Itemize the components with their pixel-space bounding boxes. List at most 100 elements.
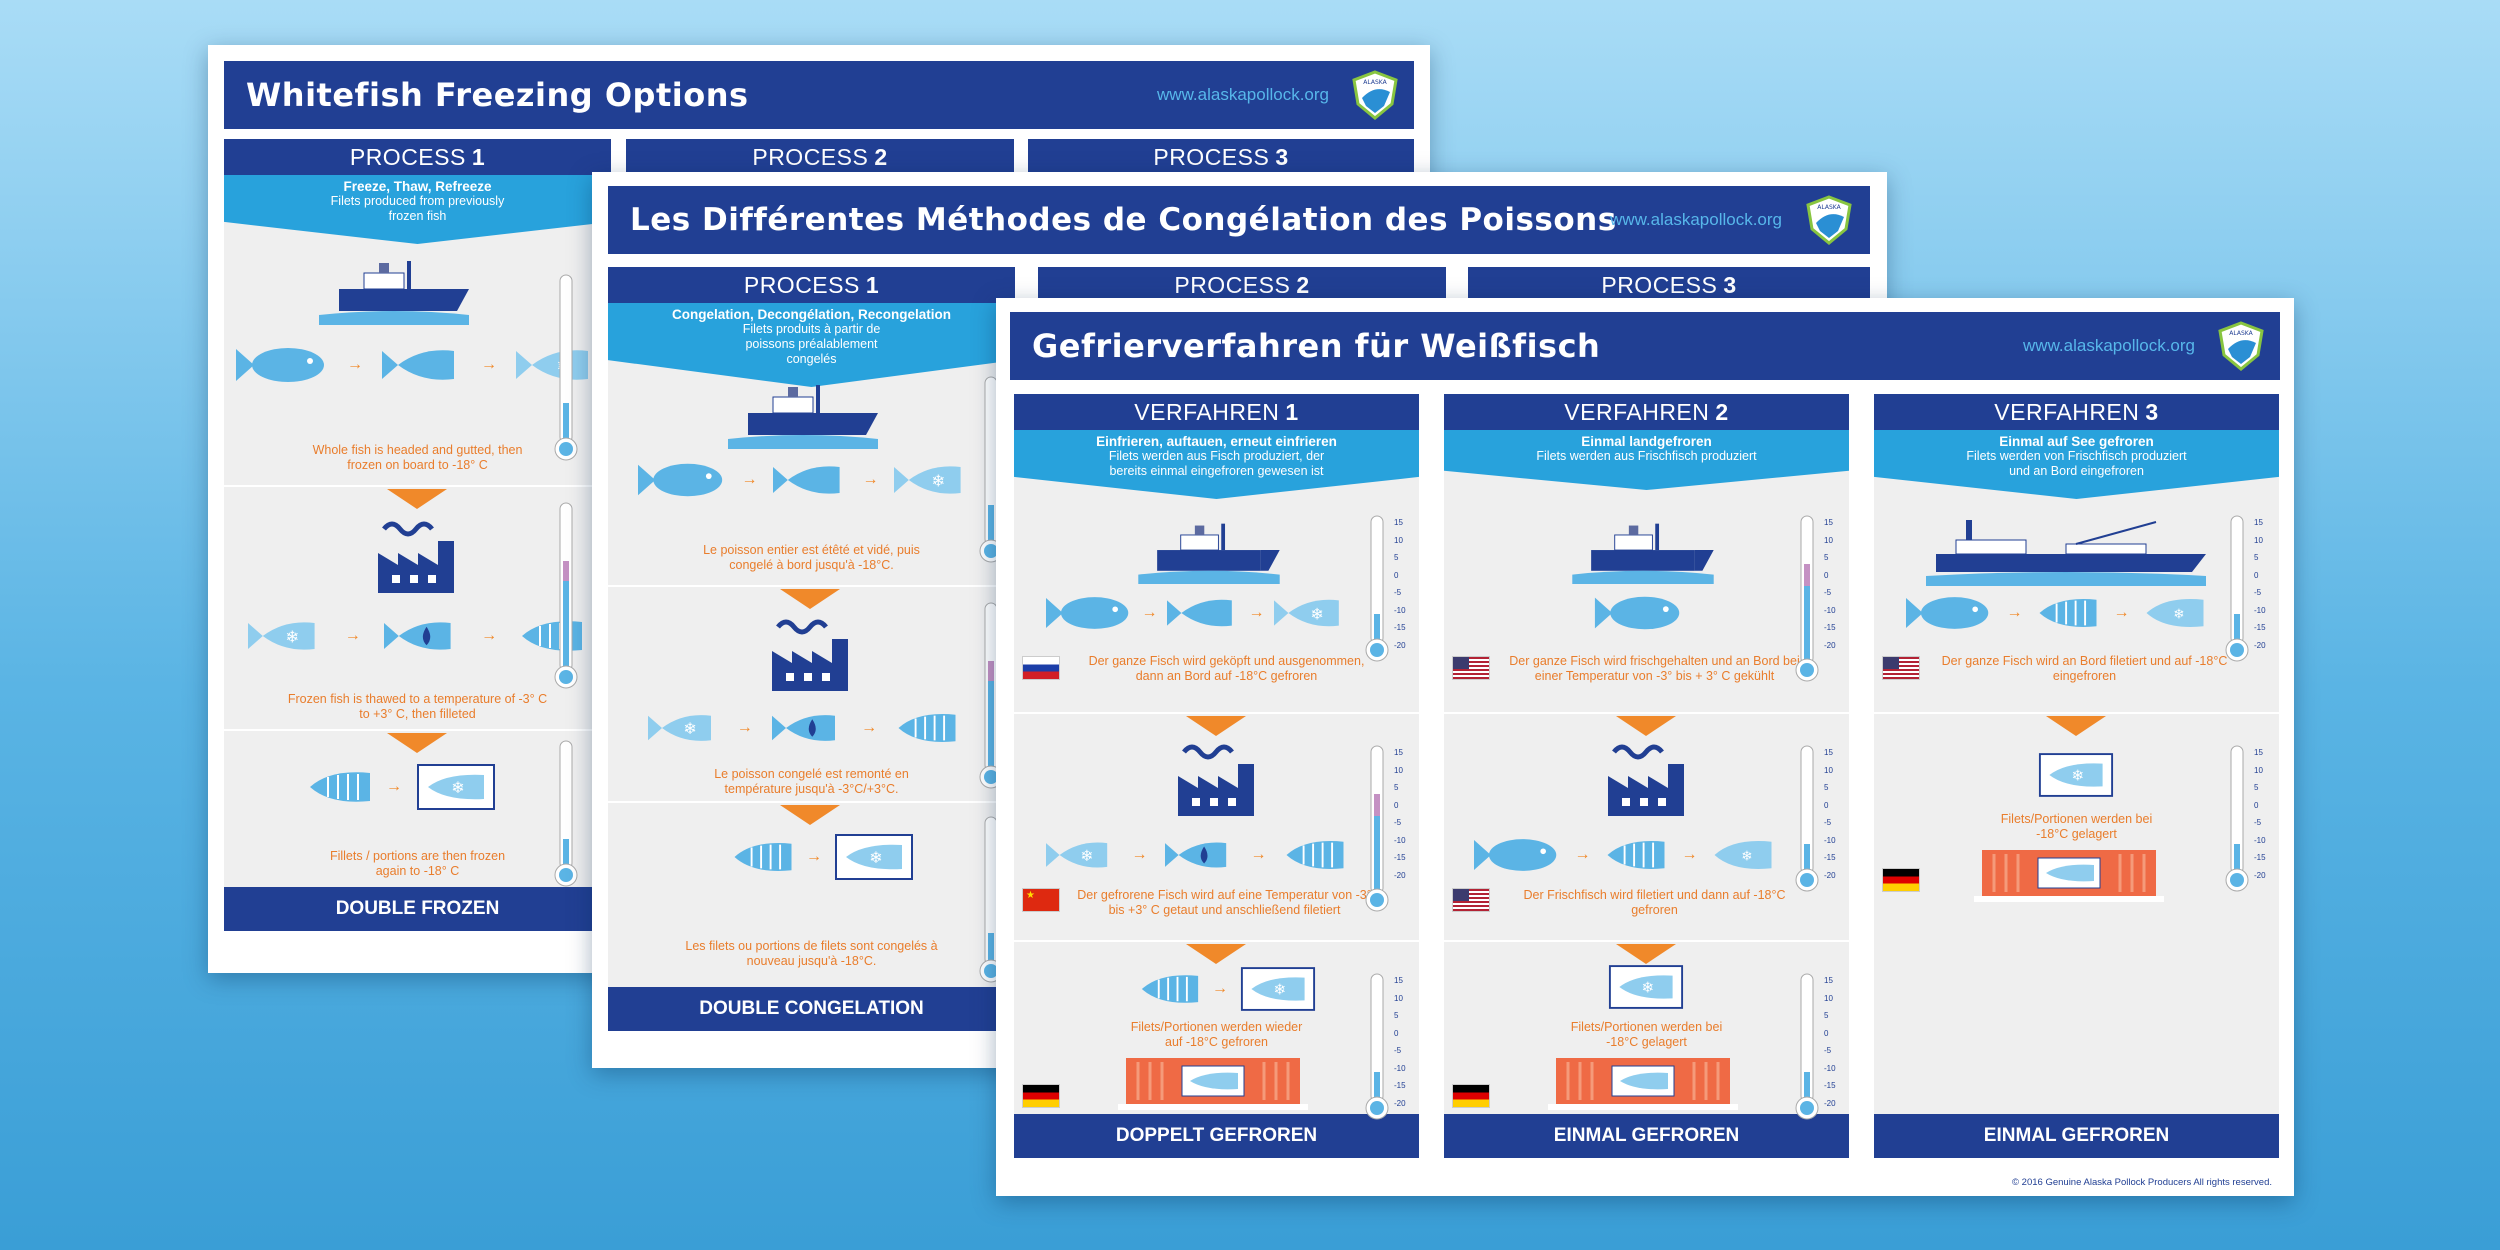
thermometer-tick-label: -20 <box>1824 870 1836 880</box>
thermometer-tick-label: 15 <box>2254 748 2263 757</box>
thermometer-tick-label: 5 <box>1824 1011 1829 1020</box>
stage-3: → ❄ Les filets ou portions de filets son… <box>608 805 1015 985</box>
thermometer-tick-label: -5 <box>2254 588 2262 597</box>
thermometer-tick-label: -10 <box>1824 1063 1836 1073</box>
thermometer-tick-label: 10 <box>2254 535 2263 545</box>
thawing-fish-icon <box>383 622 451 650</box>
arrow-icon: → <box>1248 604 1265 621</box>
website-link[interactable]: www.alaskapollock.org <box>1610 210 1782 229</box>
stage-3-caption: Filets/Portionen werden wieder auf -18°C… <box>1130 1020 1303 1049</box>
alaska-logo-icon: ALASKA <box>2218 321 2264 371</box>
stage-3-caption: Filets/Portionen werden bei -18°C gelage… <box>1570 1020 1723 1049</box>
down-arrow-icon <box>1186 716 1246 736</box>
thaw-sequence: ❄ → → <box>638 707 968 749</box>
refreeze-sequence: → ❄ <box>308 763 496 811</box>
frozen-fish-icon: ❄ <box>647 715 711 741</box>
down-arrow-icon <box>780 805 840 825</box>
arrow-icon: → <box>1681 846 1698 863</box>
stage-3: → ❄ Filets/Portionen werden wieder auf -… <box>1014 944 1419 1114</box>
russia-flag-icon <box>1022 656 1060 680</box>
stage-2: ❄ → → ★ Der gefrorene Fisch wird auf ein… <box>1014 716 1419 942</box>
fishing-boat-icon <box>1138 523 1280 584</box>
factory-icon <box>772 619 848 691</box>
svg-text:ALASKA: ALASKA <box>2229 330 2253 337</box>
verfahren-3-footer: EINMAL GEFROREN <box>1874 1114 2279 1158</box>
poster-header: Whitefish Freezing Options www.alaskapol… <box>224 61 1414 129</box>
stage-1-caption: Der ganze Fisch wird frischgehalten und … <box>1509 654 1800 683</box>
thawing-fish-icon <box>771 715 835 741</box>
fillet-icon <box>1141 975 1199 1003</box>
fillet-icon <box>1286 841 1344 869</box>
svg-text:❄: ❄ <box>285 627 299 646</box>
fillet-icon <box>2039 599 2097 627</box>
thermometer-icon <box>553 501 579 691</box>
thermometer-icon <box>1794 972 1820 1122</box>
thermometer-tick-label: 15 <box>1394 748 1403 757</box>
thermometer-tick-label: -5 <box>1394 818 1402 827</box>
arrow-icon: → <box>861 719 878 736</box>
whole-fish-icon <box>1594 596 1680 630</box>
thermometer-tick-label: 15 <box>1824 976 1833 985</box>
fillet-sequence: → → ❄ <box>1474 832 1774 878</box>
stage-2-caption: Frozen fish is thawed to a temperature o… <box>287 692 548 721</box>
headless-fish-icon <box>1167 599 1232 627</box>
stage-1: → → ❄ Der ganze Fisch wird an Bord filet… <box>1874 514 2279 714</box>
whole-fish-icon <box>1906 597 1989 629</box>
thermometer-tick-label: -15 <box>2254 853 2266 862</box>
arrow-icon: → <box>2113 604 2130 621</box>
thermometer-tick-label: 0 <box>1824 1028 1829 1038</box>
arrow-icon: → <box>741 471 758 488</box>
thermometer-tick-label: 15 <box>2254 518 2263 527</box>
cold-storage-container-icon <box>1118 1058 1308 1110</box>
arrow-icon: → <box>806 848 822 865</box>
frozen-fillet-box-icon: ❄ <box>835 834 913 880</box>
thermometer-icon <box>978 815 1004 995</box>
fish-sequence: → → ❄ <box>1046 590 1346 636</box>
stage-2: → → ❄ Der Frischfisch wird filetiert und… <box>1444 716 1849 942</box>
thermometer-tick-label: 5 <box>2254 783 2259 792</box>
website-link[interactable]: www.alaskapollock.org <box>2023 336 2195 355</box>
fish-sequence: → → ❄ <box>236 341 596 389</box>
thermometer-tick-label: -5 <box>1394 1046 1402 1055</box>
headless-fish-icon <box>382 350 454 380</box>
stage-2-caption: Filets/Portionen werden bei -18°C gelage… <box>2000 812 2153 841</box>
arrow-icon: → <box>736 719 753 736</box>
thermometer-tick-label: 10 <box>1824 765 1833 775</box>
frozen-fillet-box-icon: ❄ <box>2038 753 2114 797</box>
thermometer-tick-label: -15 <box>1394 853 1406 862</box>
stage-1: → → ❄ Le poisson entier est étêté et vid… <box>608 373 1015 587</box>
thermometer-tick-label: -5 <box>1824 818 1832 827</box>
thermometer-icon <box>1364 744 1390 934</box>
svg-text:ALASKA: ALASKA <box>1817 204 1841 211</box>
thermometer-icon <box>1364 972 1390 1122</box>
svg-text:❄: ❄ <box>1274 982 1287 999</box>
thermometer-tick-label: 5 <box>1394 1011 1399 1020</box>
thermometer-tick-label: -15 <box>1824 1081 1836 1090</box>
thermometer-tick-label: -5 <box>2254 818 2262 827</box>
arrow-icon: → <box>481 627 498 644</box>
arrow-icon: → <box>2006 604 2023 621</box>
thermometer-tick-label: 10 <box>1394 993 1403 1003</box>
svg-text:❄: ❄ <box>869 850 882 867</box>
thermometer-tick-label: 0 <box>1824 800 1829 810</box>
stage-1: → → ❄ Whole fish is headed and gutted, t… <box>224 245 611 487</box>
verfahren-3-subtitle: Einmal auf See gefroren Filets werden vo… <box>1874 430 2279 499</box>
website-link[interactable]: www.alaskapollock.org <box>1157 85 1329 104</box>
thermometer-tick-label: -20 <box>1394 640 1406 650</box>
frozen-fillet-box-icon: ❄ <box>417 764 495 810</box>
alaska-logo-icon: ALASKA <box>1806 195 1852 245</box>
thermometer-tick-label: -15 <box>1824 623 1836 632</box>
stage-1: Der ganze Fisch wird frischgehalten und … <box>1444 514 1849 714</box>
germany-flag-icon <box>1452 1084 1490 1108</box>
fillet-icon <box>310 772 370 802</box>
